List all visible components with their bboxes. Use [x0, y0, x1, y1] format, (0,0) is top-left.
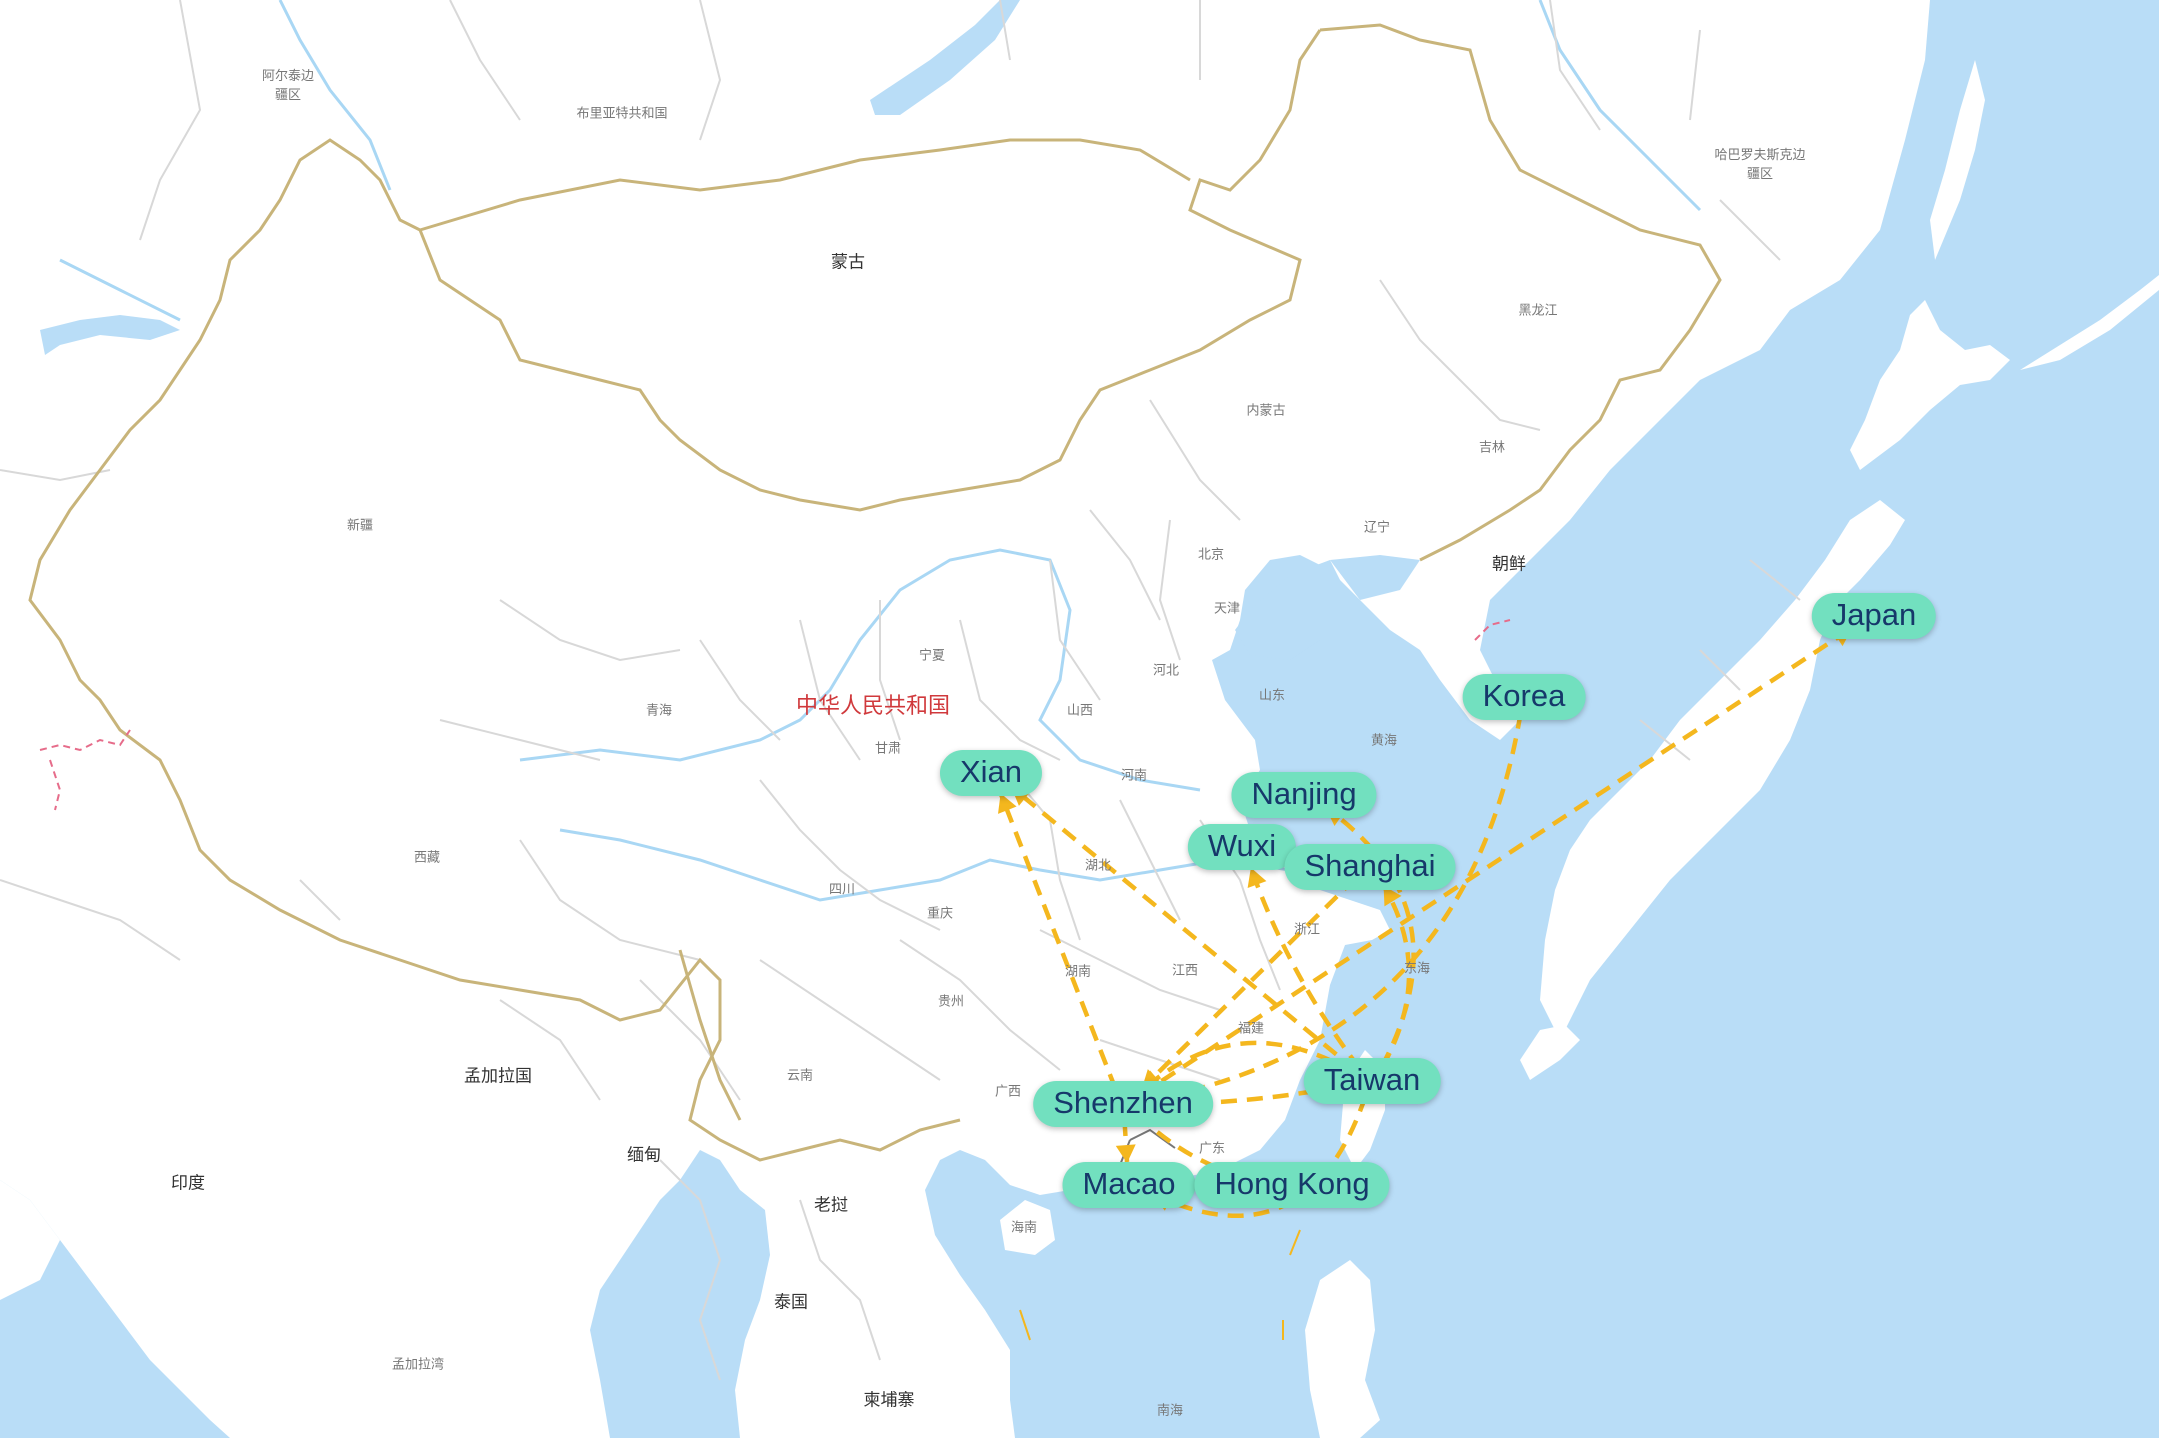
- route-shenzhen-to-japan: [1138, 626, 1854, 1098]
- city-marker-macao[interactable]: Macao: [1062, 1162, 1196, 1208]
- route-arrow-taiwan-to-wuxi: [1247, 867, 1267, 889]
- city-marker-xian[interactable]: Xian: [939, 750, 1043, 796]
- khanka: [40, 315, 180, 355]
- label-shandong: 山东: [1258, 688, 1286, 704]
- city-marker-nanjing[interactable]: Nanjing: [1231, 772, 1377, 818]
- sea-tick-1: [1019, 1309, 1031, 1341]
- label-thailand: 泰国: [774, 1292, 808, 1313]
- label-qinghai: 青海: [645, 703, 673, 719]
- label-xinjiang: 新疆: [346, 518, 374, 534]
- route-shenzhen-to-xian: [998, 792, 1118, 1090]
- label-heilongjiang: 黑龙江: [1518, 303, 1558, 319]
- landmass: [0, 0, 1930, 1438]
- disputed-border: [39, 729, 131, 811]
- label-india: 印度: [171, 1173, 205, 1194]
- japan-honshu: [1540, 500, 1905, 1040]
- label-jilin: 吉林: [1478, 440, 1506, 456]
- label-beijing: 北京: [1197, 547, 1225, 563]
- sakhalin: [1930, 60, 1985, 260]
- label-china: 中华人民共和国: [795, 694, 951, 719]
- china-border: [28, 23, 1722, 1162]
- label-tibet: 西藏: [413, 850, 441, 866]
- label-north-korea: 朝鲜: [1492, 554, 1526, 575]
- label-bay-of-bengal: 孟加拉湾: [391, 1357, 445, 1373]
- sea-tick-2: [1289, 1229, 1301, 1256]
- route-taiwan-to-xian: [1009, 785, 1358, 1073]
- philippines: [1305, 1260, 1380, 1438]
- route-taiwan-to-shanghai: [1380, 884, 1412, 1069]
- label-inner-mongolia: 内蒙古: [1246, 403, 1286, 419]
- label-mongolia: 蒙古: [831, 252, 865, 273]
- tarim-river: [59, 258, 181, 322]
- label-guangxi: 广西: [994, 1084, 1022, 1100]
- label-yunnan: 云南: [786, 1068, 814, 1084]
- label-tianjin: 天津: [1213, 601, 1241, 617]
- label-buryatia: 布里亚特共和国: [576, 106, 668, 122]
- label-south-sea: 南海: [1156, 1403, 1184, 1419]
- label-liaoning: 辽宁: [1363, 520, 1391, 536]
- label-cambodia: 柬埔寨: [863, 1390, 915, 1411]
- northern-river: [278, 0, 392, 191]
- city-marker-shenzhen[interactable]: Shenzhen: [1033, 1081, 1213, 1127]
- yellow-river: [519, 548, 1201, 792]
- city-marker-korea[interactable]: Korea: [1462, 674, 1586, 720]
- label-henan: 河南: [1120, 768, 1148, 784]
- kuril-chain: [2020, 275, 2159, 370]
- city-marker-taiwan[interactable]: Taiwan: [1303, 1058, 1441, 1104]
- label-altai: 阿尔泰边疆区: [261, 69, 314, 103]
- route-korea-to-shenzhen: [1148, 712, 1523, 1103]
- route-arrow-taiwan-to-shanghai: [1383, 885, 1402, 907]
- route-arrow-shenzhen-to-xian: [998, 793, 1017, 814]
- label-chongqing: 重庆: [926, 906, 954, 922]
- label-sichuan: 四川: [828, 882, 856, 898]
- city-marker-shanghai[interactable]: Shanghai: [1284, 844, 1456, 890]
- city-marker-wuxi[interactable]: Wuxi: [1187, 824, 1297, 870]
- myanmar-border: [678, 949, 742, 1121]
- shenzhen-link-1: [1129, 1128, 1176, 1149]
- label-east-sea: 东海: [1403, 961, 1431, 977]
- label-hebei: 河北: [1152, 663, 1180, 679]
- label-shanxi: 山西: [1066, 703, 1094, 719]
- korea-bay: [1330, 555, 1420, 600]
- label-hubei: 湖北: [1084, 858, 1112, 874]
- label-hainan: 海南: [1010, 1220, 1038, 1236]
- label-hunan: 湖南: [1064, 964, 1092, 980]
- route-taiwan-to-wuxi: [1248, 866, 1362, 1070]
- bohai-sea: [1235, 560, 1350, 660]
- japan-kyushu: [1520, 1025, 1580, 1080]
- amur-river: [1538, 0, 1702, 212]
- route-arrow-shenzhen-to-macao: [1115, 1144, 1136, 1164]
- label-laos: 老挝: [814, 1195, 848, 1216]
- hainan-island: [1000, 1200, 1055, 1255]
- admin-borders: [0, 0, 1801, 1381]
- label-zhejiang: 浙江: [1293, 922, 1321, 938]
- label-bangladesh: 孟加拉国: [464, 1066, 532, 1087]
- label-guangdong: 广东: [1198, 1141, 1226, 1157]
- baikal-lake: [870, 0, 1020, 115]
- label-gansu: 甘肃: [874, 741, 902, 757]
- route-shanghai-to-shenzhen: [1140, 876, 1358, 1091]
- city-marker-japan[interactable]: Japan: [1811, 593, 1937, 639]
- label-myanmar: 缅甸: [627, 1145, 661, 1166]
- label-yellow-sea: 黄海: [1370, 733, 1398, 749]
- label-ningxia: 宁夏: [918, 648, 946, 664]
- west-coast: [0, 1180, 60, 1300]
- label-guizhou: 贵州: [937, 994, 965, 1010]
- japan-hokkaido: [1850, 300, 2010, 470]
- label-jiangxi: 江西: [1171, 963, 1199, 979]
- label-fujian: 福建: [1237, 1021, 1265, 1037]
- russia-mongolia-border: [419, 138, 1191, 232]
- label-khabarovsk: 哈巴罗夫斯克边疆区: [1714, 148, 1806, 182]
- city-marker-hongkong[interactable]: Hong Kong: [1194, 1162, 1390, 1208]
